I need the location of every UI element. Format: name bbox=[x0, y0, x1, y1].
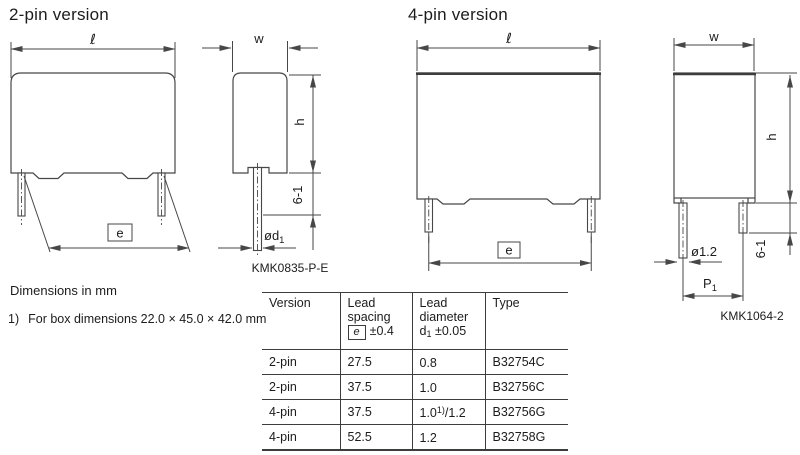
units-note: Dimensions in mm bbox=[10, 283, 117, 298]
header-type: Type bbox=[484, 292, 568, 350]
dim-label-standoff-2pin: 6-1 bbox=[290, 186, 305, 205]
dim-label-length-2pin: ℓ bbox=[89, 32, 96, 48]
drawing-id-4pin: KMK1064-2 bbox=[720, 309, 784, 323]
dim-label-pin-pitch-4pin: P1 bbox=[703, 276, 717, 294]
four-pin-section-title: 4-pin version bbox=[408, 5, 508, 24]
header-lead-spacing: Lead spacing e±0.4 bbox=[339, 292, 412, 350]
cell-type: B32756G bbox=[484, 399, 568, 425]
dim-label-spacing-2pin: e bbox=[116, 226, 123, 241]
technical-drawings: ℓ e w bbox=[10, 29, 797, 323]
capacitor-body-front-2pin bbox=[10, 72, 176, 180]
cell-type: B32756C bbox=[484, 374, 568, 400]
table-row: 2-pin 37.5 1.0 B32756C bbox=[262, 374, 568, 400]
four-pin-front-view: ℓ e bbox=[416, 31, 601, 271]
dim-label-width-2pin: w bbox=[253, 31, 264, 46]
cell-type: B32754C bbox=[484, 349, 568, 375]
cell-spacing: 52.5 bbox=[339, 424, 412, 451]
cell-spacing: 37.5 bbox=[339, 374, 412, 400]
cell-spacing: 37.5 bbox=[339, 399, 412, 425]
two-pin-front-view: ℓ e bbox=[10, 32, 191, 253]
cell-version: 2-pin bbox=[262, 349, 340, 375]
capacitor-body-side-4pin bbox=[673, 72, 756, 199]
footnote: 1) For box dimensions 22.0 × 45.0 × 42.0… bbox=[8, 312, 266, 326]
table-row: 2-pin 27.5 0.8 B32754C bbox=[262, 349, 568, 375]
spacing-symbol-box-4pin bbox=[497, 241, 521, 259]
cell-diameter: 1.0 bbox=[411, 374, 485, 400]
footnote-text: For box dimensions 22.0 × 45.0 × 42.0 mm bbox=[28, 312, 267, 326]
capacitor-body-side-2pin bbox=[232, 72, 288, 174]
spacing-symbol-box-header: e bbox=[347, 325, 366, 340]
dim-label-height-4pin: h bbox=[764, 133, 779, 140]
header-version: Version bbox=[262, 292, 340, 350]
cell-version: 2-pin bbox=[262, 374, 340, 400]
dim-label-length-4pin: ℓ bbox=[505, 31, 512, 47]
dim-label-spacing-4pin: e bbox=[505, 243, 512, 258]
cell-spacing: 27.5 bbox=[339, 349, 412, 375]
spacing-symbol-box-2pin bbox=[107, 223, 133, 242]
footnote-marker: 1) bbox=[8, 312, 20, 326]
spec-table: Version Lead spacing e±0.4 Lead diameter… bbox=[262, 292, 568, 451]
table-row: 4-pin 37.5 1.01)/1.2 B32756G bbox=[262, 399, 568, 425]
table-row: 4-pin 52.5 1.2 B32758G bbox=[262, 424, 568, 451]
two-pin-section-title: 2-pin version bbox=[9, 5, 109, 24]
dim-label-width-4pin: w bbox=[708, 29, 719, 44]
four-pin-side-view: w ø1.2 P1 h 6-1 KMK1064 bbox=[654, 29, 797, 323]
drawing-id-2pin: KMK0835-P-E bbox=[252, 261, 329, 275]
cell-diameter: 0.8 bbox=[411, 349, 485, 375]
cell-version: 4-pin bbox=[262, 424, 340, 451]
table-header-row: Version Lead spacing e±0.4 Lead diameter… bbox=[262, 292, 568, 350]
two-pin-side-view: w h 6-1 ød1 KMK0835-P-E bbox=[202, 31, 328, 275]
cell-version: 4-pin bbox=[262, 399, 340, 425]
cell-type: B32758G bbox=[484, 424, 568, 451]
capacitor-body-front-4pin bbox=[416, 72, 601, 205]
dim-label-height-2pin: h bbox=[292, 118, 307, 125]
dim-label-standoff-4pin: 6-1 bbox=[753, 240, 768, 259]
cell-diameter: 1.01)/1.2 bbox=[411, 399, 485, 425]
cell-diameter: 1.2 bbox=[411, 424, 485, 451]
dim-label-lead-diameter-4pin: ø1.2 bbox=[691, 244, 717, 259]
header-lead-diameter: Lead diameter d1 ±0.05 bbox=[411, 292, 485, 350]
dim-label-lead-diameter-2pin: ød1 bbox=[264, 228, 284, 246]
